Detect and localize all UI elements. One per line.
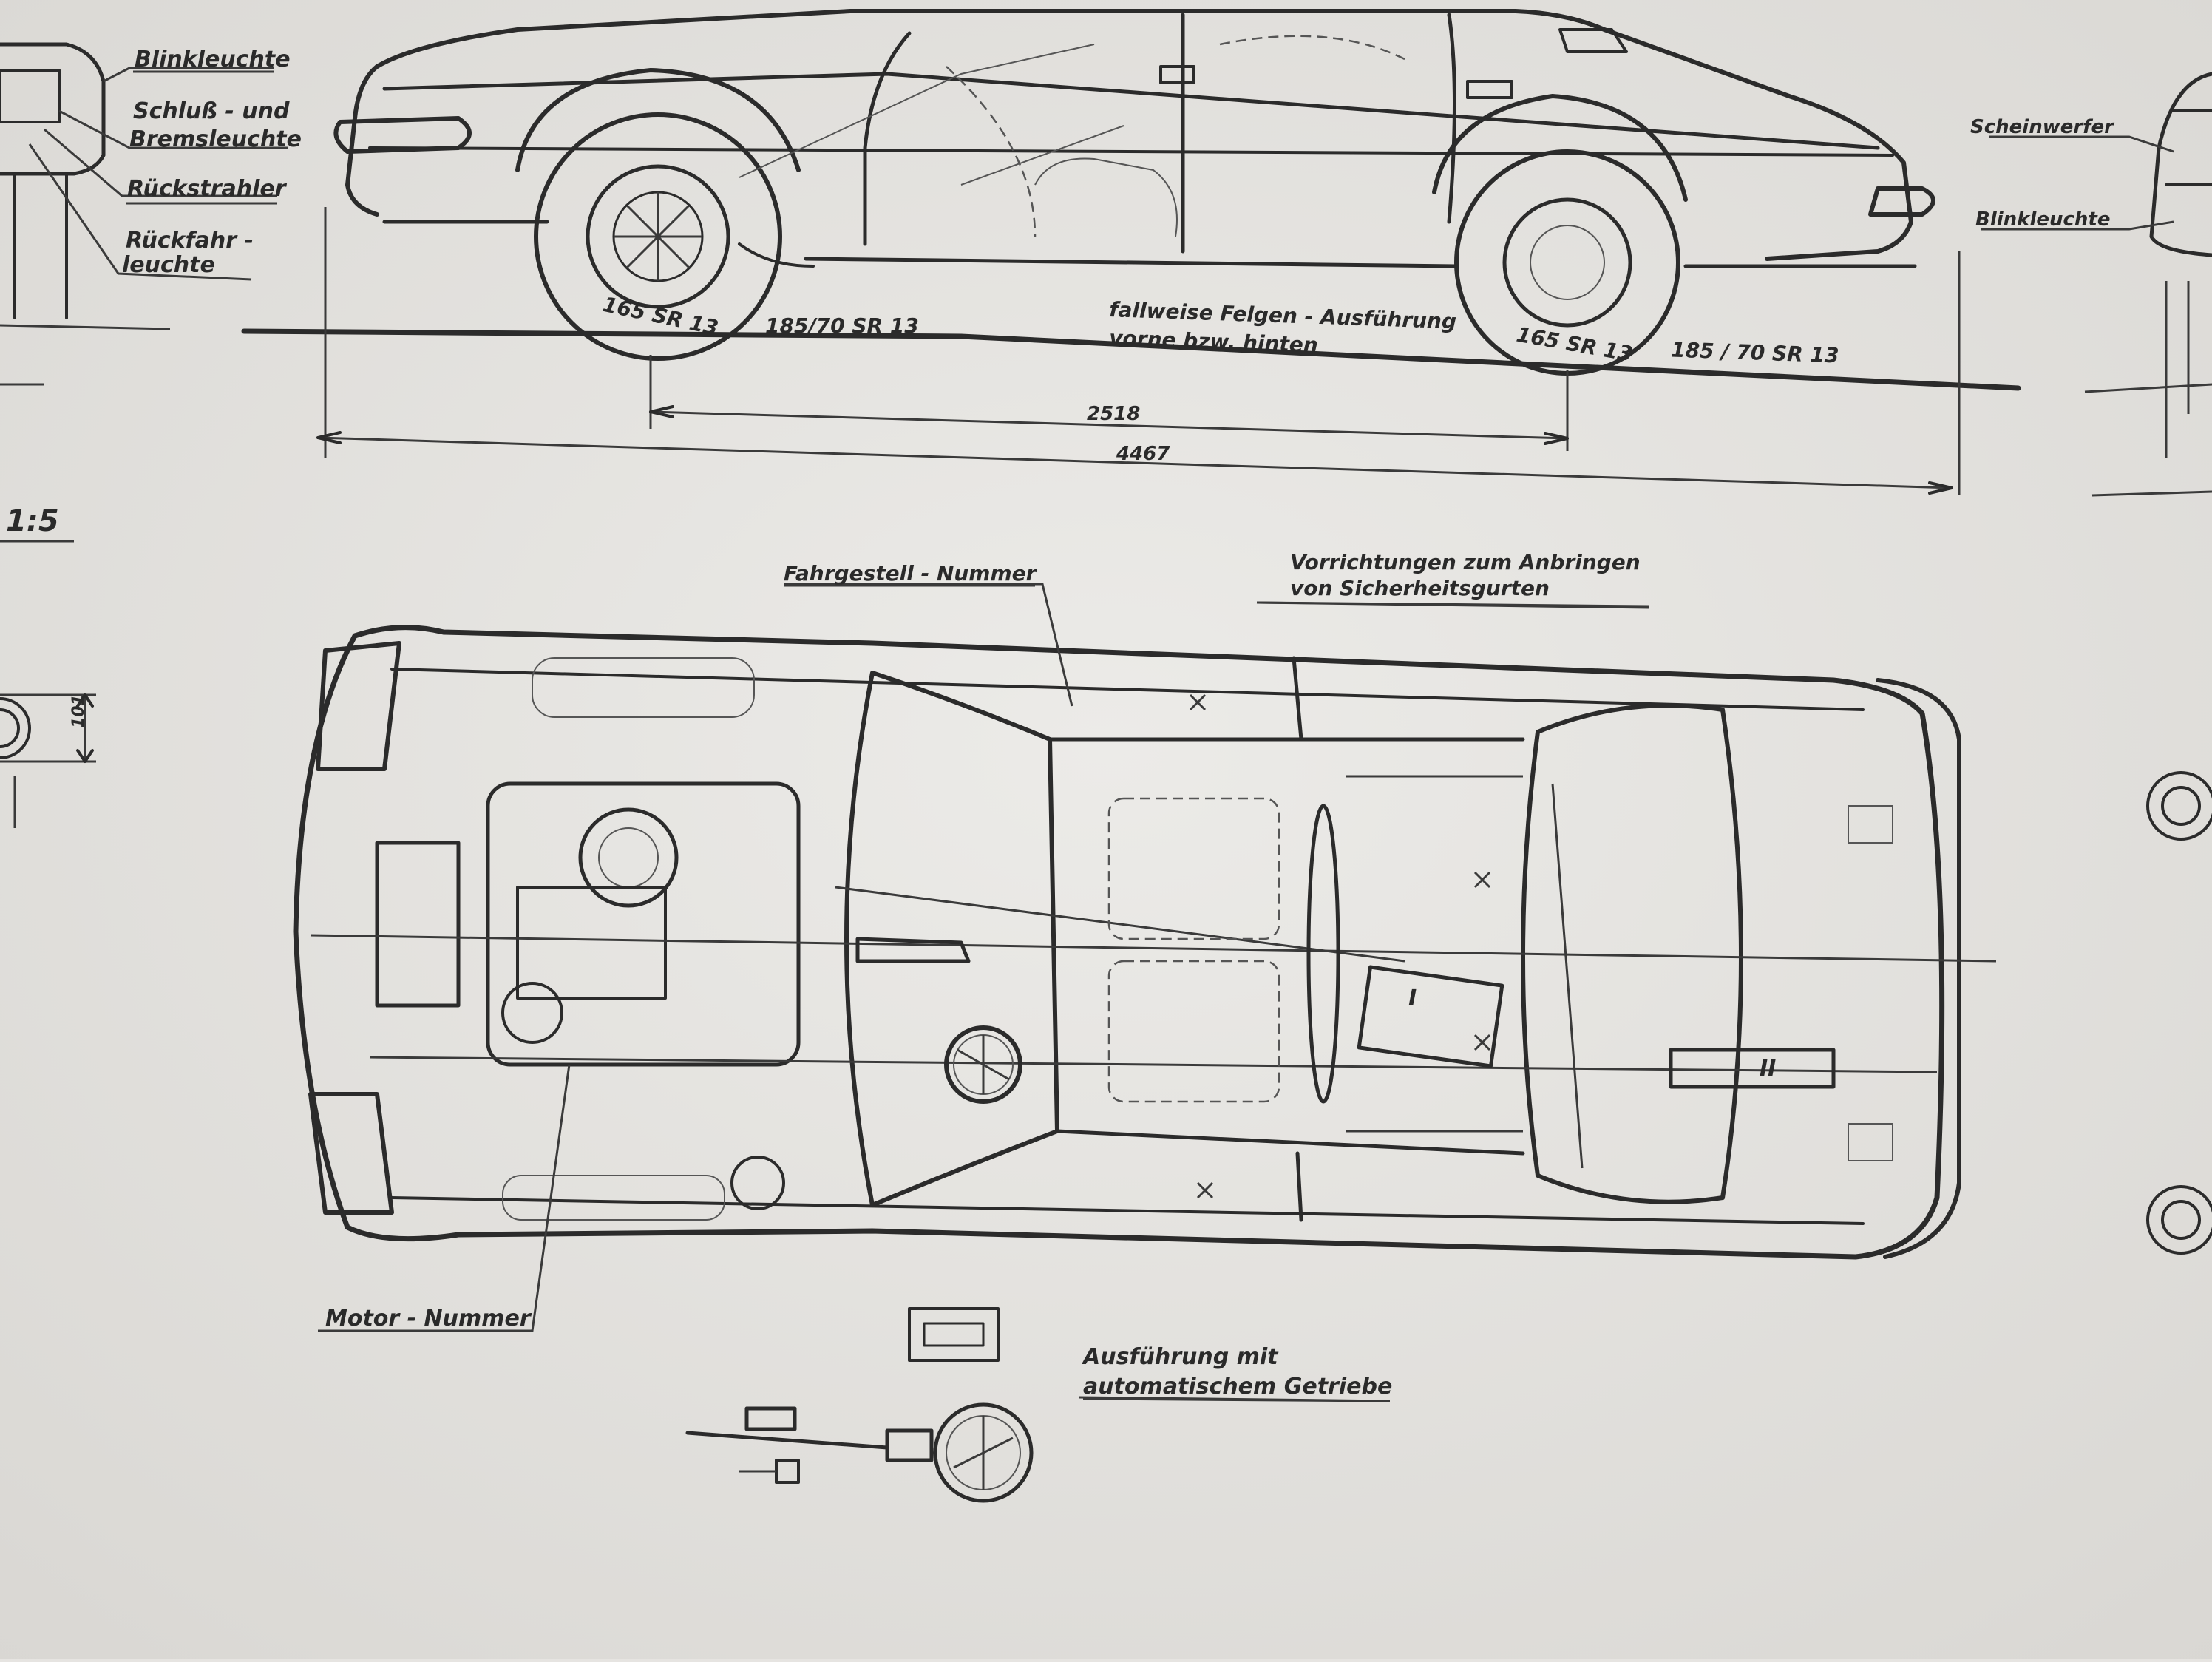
label-automatic-line1: Ausführung mit (1082, 1344, 1279, 1370)
label-mark-II: II (1760, 1056, 1776, 1082)
label-blinkleuchte-front: Blinkleuchte (1975, 208, 2110, 231)
label-vorrichtungen-line1: Vorrichtungen zum Anbringen (1290, 550, 1641, 574)
label-vorrichtungen-line2: von Sicherheitsgurten (1290, 576, 1550, 600)
label-rueckfahr-line2: leuchte (122, 252, 215, 278)
rear-lamp-leaders (28, 67, 288, 281)
label-tire-right-big: 185 / 70 SR 13 (1671, 338, 1839, 368)
label-motor-nummer: Motor - Nummer (325, 1306, 532, 1332)
label-tire-left-big: 185/70 SR 13 (765, 313, 919, 338)
label-rueckfahr-line1: Rückfahr - (126, 228, 254, 254)
labels: Blinkleuchte Schluß - und Bremsleuchte R… (6, 47, 2115, 1400)
label-scale: 1:5 (6, 504, 59, 538)
front-view-fragment (1981, 72, 2212, 1255)
label-dim-101: 101 (69, 694, 88, 728)
label-mark-I: I (1408, 986, 1417, 1011)
label-automatic-line2: automatischem Getriebe (1083, 1374, 1392, 1400)
plan-view (293, 625, 1997, 1260)
label-schluss-line2: Bremsleuchte (129, 126, 302, 152)
side-view (333, 9, 1936, 376)
ground-and-dimensions (241, 207, 2021, 495)
label-dim-length: 4467 (1116, 443, 1170, 465)
label-schluss-line1: Schluß - und (133, 98, 290, 124)
label-dim-wheelbase: 2518 (1087, 403, 1140, 425)
left-wheel-fragment (0, 693, 96, 828)
label-blinkleuchte-rear: Blinkleuchte (135, 47, 291, 72)
label-fahrgestell: Fahrgestell - Nummer (784, 561, 1038, 586)
label-scheinwerfer: Scheinwerfer (1970, 116, 2115, 138)
label-underlines (126, 70, 1649, 1402)
automatic-detail (685, 1307, 1034, 1503)
label-rueckstrahler: Rückstrahler (127, 176, 288, 202)
